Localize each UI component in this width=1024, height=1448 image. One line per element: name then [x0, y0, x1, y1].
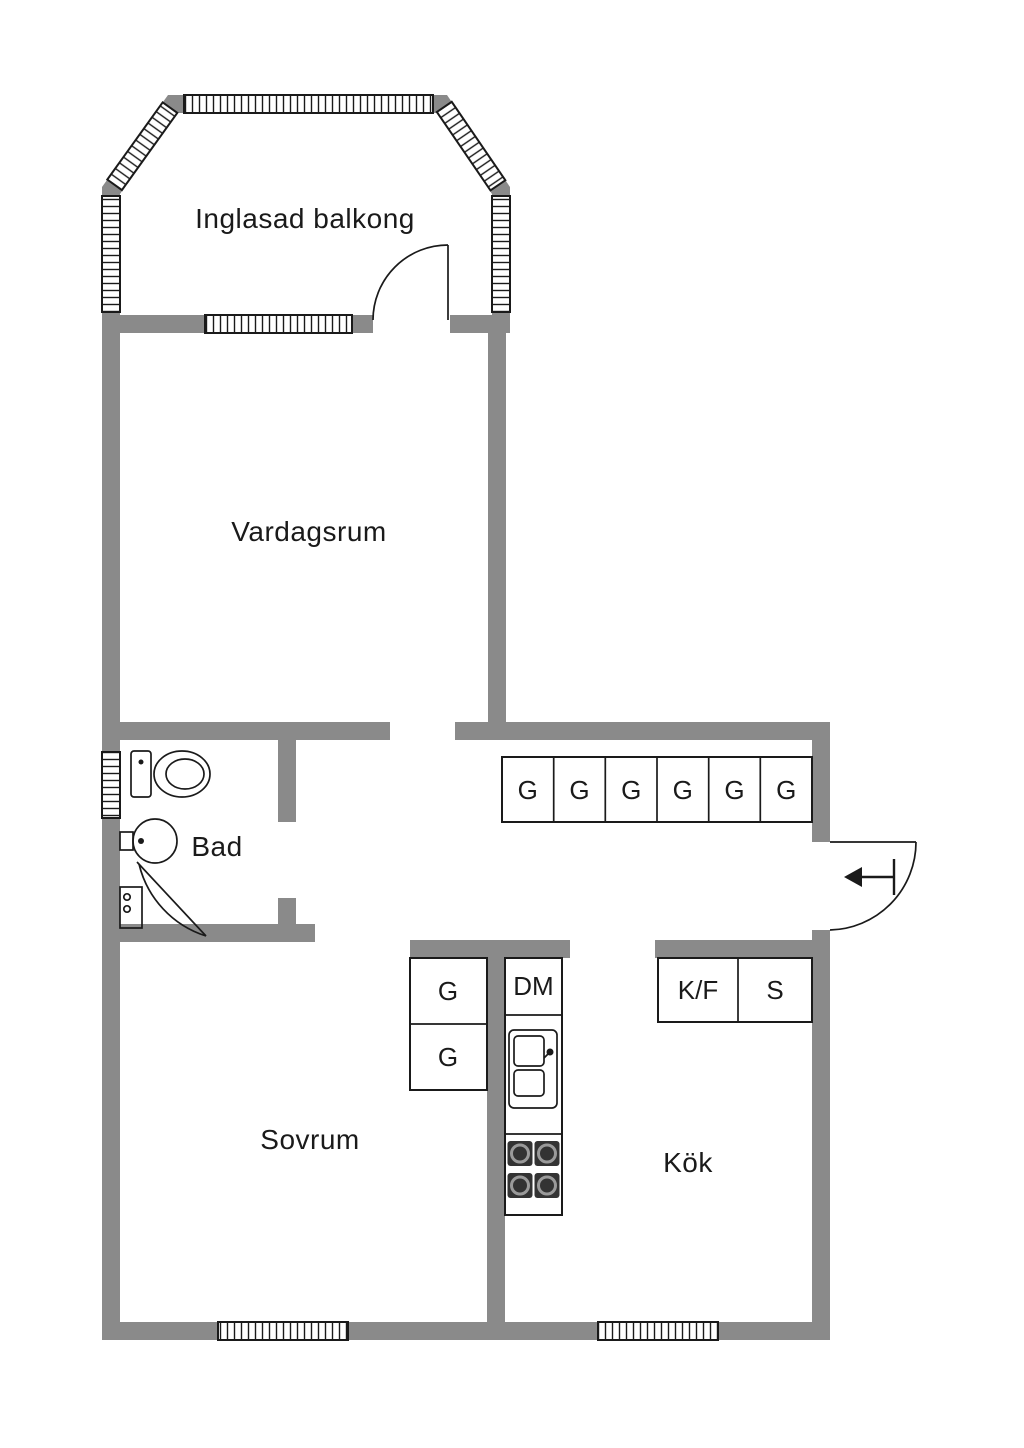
kitchen-counter: DM: [504, 957, 563, 1216]
living-balcony-window: [204, 314, 353, 334]
room-label-living: Vardagsrum: [231, 516, 386, 547]
entry-arrow-icon: [844, 859, 896, 895]
kitchen-window: [597, 1321, 719, 1341]
entry-door-swing-icon: [829, 841, 917, 931]
balcony-left-side-window: [101, 195, 121, 313]
balcony-left-corner-window: [105, 100, 179, 192]
closet-label: G: [438, 1042, 458, 1072]
left-wall: [102, 333, 120, 1340]
bottom-wall: [102, 1322, 830, 1340]
closet-label: G: [724, 775, 744, 805]
bath-door-swing-icon: [136, 861, 207, 937]
balcony-top-window: [183, 94, 434, 114]
bedroom-window: [217, 1321, 349, 1341]
right-wall-upper: [812, 722, 830, 842]
living-right-wall: [488, 333, 506, 740]
living-bottom-wall: [102, 722, 390, 740]
balcony-right-side-window: [491, 195, 511, 313]
room-label-bath: Bad: [191, 831, 242, 862]
hall-top-wall: [455, 722, 830, 740]
balcony-door-swing-icon: [372, 244, 449, 321]
windows: [101, 94, 719, 1341]
bathroom-fixtures: [119, 750, 211, 929]
room-label-bedroom: Sovrum: [260, 1124, 359, 1155]
fridge-freezer-label: K/F: [678, 975, 718, 1005]
bath-window: [101, 751, 121, 819]
closet-label: G: [673, 775, 693, 805]
bath-right-wall-upper: [278, 740, 296, 822]
right-wall-lower: [812, 930, 830, 1340]
balcony-right-corner-window: [435, 100, 507, 192]
stove-icon: [505, 1133, 562, 1198]
washbasin-icon: [119, 818, 178, 864]
room-labels: Inglasad balkong Vardagsrum Bad Sovrum K…: [191, 203, 713, 1178]
balcony-bottom-wall-right: [450, 315, 510, 333]
kitchen-sink-icon: [508, 1029, 558, 1109]
dishwasher-label: DM: [513, 971, 553, 1001]
pantry-label: S: [766, 975, 783, 1005]
bedroom-kitchen-wall: [487, 940, 505, 1340]
room-label-balcony: Inglasad balkong: [195, 203, 415, 234]
closet-label: G: [569, 775, 589, 805]
bath-bottom-wall: [102, 924, 315, 942]
closet-label: G: [621, 775, 641, 805]
toilet-icon: [130, 750, 211, 798]
closet-label: G: [518, 775, 538, 805]
room-label-kitchen: Kök: [663, 1147, 713, 1178]
closet-label: G: [438, 976, 458, 1006]
closet-label: G: [776, 775, 796, 805]
bedroom-closets: G G: [409, 957, 488, 1091]
fridge-pantry-box: [657, 957, 813, 1023]
hall-closets: G G G G G G: [501, 756, 813, 823]
kitchen-top-wall-right: [655, 940, 830, 958]
walls: [102, 95, 830, 1340]
appliance-boxes: K/F S: [657, 957, 813, 1023]
washer-icon: [119, 886, 143, 929]
